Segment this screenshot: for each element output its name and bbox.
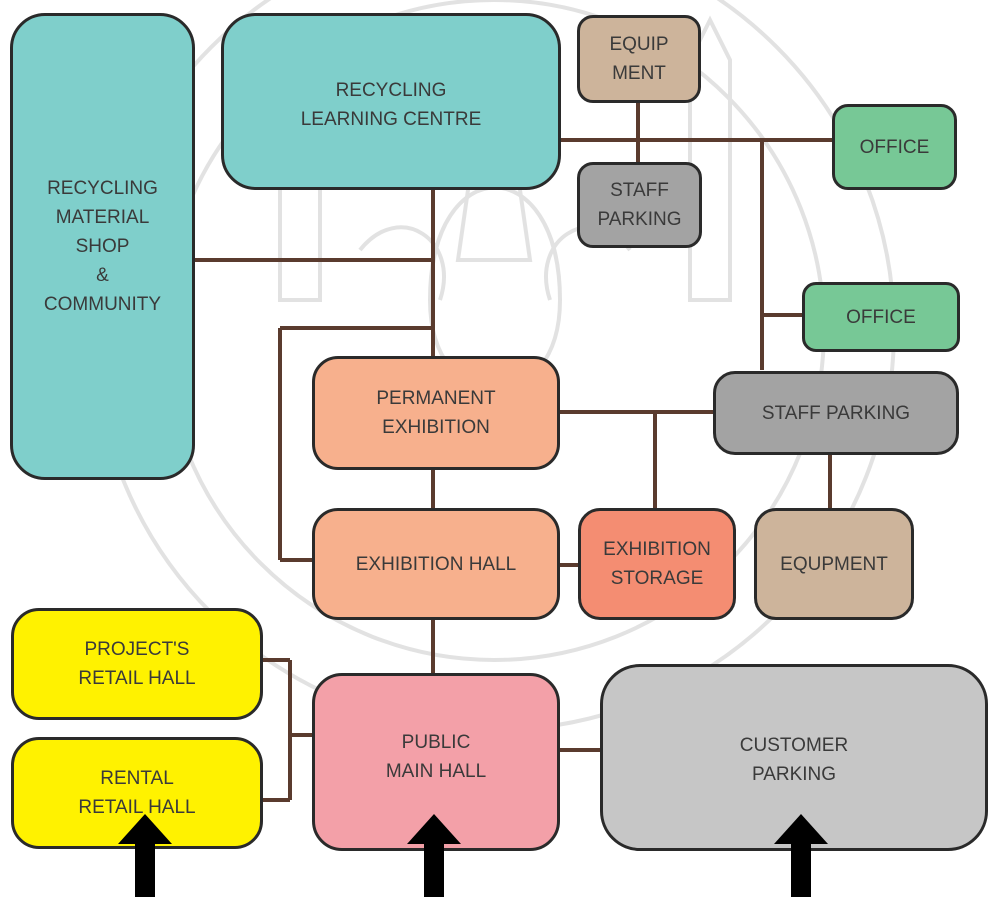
entrance-arrow-icon <box>407 814 461 897</box>
zone-exhibition-storage: EXHIBITION STORAGE <box>578 508 736 620</box>
zone-staff-parking-middle: STAFF PARKING <box>713 371 959 455</box>
entrance-arrow-icon <box>774 814 828 897</box>
zone-equipment-top: EQUIP MENT <box>577 15 701 103</box>
zone-exhibition-hall: EXHIBITION HALL <box>312 508 560 620</box>
zone-staff-parking-top: STAFF PARKING <box>577 162 702 248</box>
entrance-arrow-icon <box>118 814 172 897</box>
zone-office-middle: OFFICE <box>802 282 960 352</box>
zone-equipment-bottom: EQUPMENT <box>754 508 914 620</box>
zone-recycling-material-shop: RECYCLING MATERIAL SHOP & COMMUNITY <box>10 13 195 480</box>
zone-office-top: OFFICE <box>832 104 957 190</box>
zone-permanent-exhibition: PERMANENT EXHIBITION <box>312 356 560 470</box>
zone-recycling-learning-centre: RECYCLING LEARNING CENTRE <box>221 13 561 190</box>
zone-projects-retail-hall: PROJECT'S RETAIL HALL <box>11 608 263 720</box>
